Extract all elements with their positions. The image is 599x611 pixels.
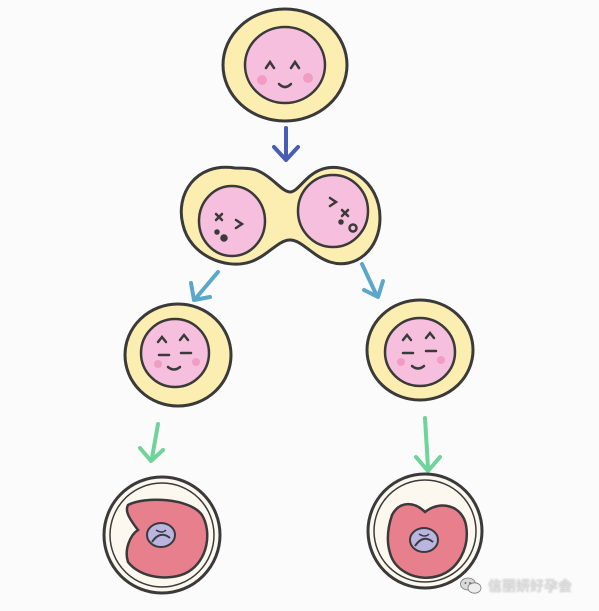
watermark-text: 信丽妍好孕会 [488,579,572,595]
arrow-down-icon [138,422,165,463]
content-face-icon [154,332,200,371]
two-cell-stage [179,165,382,266]
dizzy-face-icon [214,212,245,242]
embryo-icon [125,498,209,579]
content-face-icon [397,330,445,370]
embryo-icon [386,502,469,579]
watermark: 信丽妍好孕会 [460,576,572,596]
wechat-icon [460,577,482,594]
zygote-cell [221,7,349,123]
dizzy-face-icon [328,196,358,233]
arrow-down-icon [272,126,300,162]
daughter-cell-right [365,298,475,402]
embryo-left [102,475,222,595]
daughter-cell-left [123,302,233,408]
arrow-down-icon [189,270,220,302]
happy-face-icon [257,59,313,89]
embryo-right [366,472,484,590]
arrow-down-icon [360,262,385,299]
arrow-down-icon [414,416,442,473]
